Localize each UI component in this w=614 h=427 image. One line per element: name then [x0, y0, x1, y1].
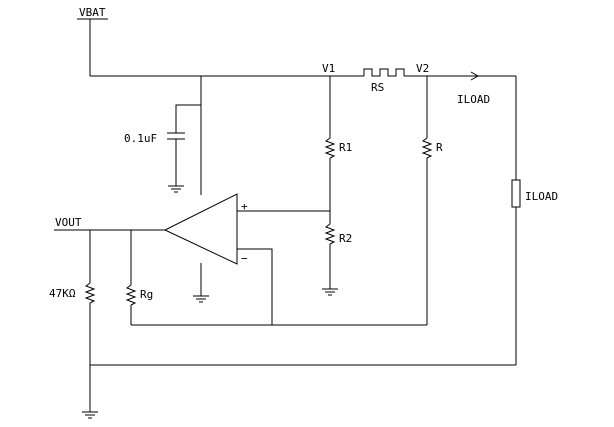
opamp-ground-icon: [193, 295, 209, 303]
opamp-supply-cap: [167, 76, 202, 195]
minus-label: −: [241, 252, 248, 265]
cap-ground-icon: [168, 185, 184, 193]
opamp-triangle-icon: [163, 193, 238, 265]
minus-input-wire: [237, 248, 273, 325]
r-branch: [131, 76, 433, 326]
rs-resistor: [363, 68, 405, 77]
vbat-supply: [77, 18, 364, 77]
rg-label: Rg: [140, 288, 153, 301]
r47k-resistor: [84, 282, 96, 304]
r1-label: R1: [339, 141, 352, 154]
load-wire-top: [404, 71, 516, 81]
rg-resistor: [125, 284, 137, 306]
iload-resistor: [90, 76, 521, 366]
opamp: [163, 193, 330, 325]
plus-label: +: [241, 200, 248, 213]
cap-label: 0.1uF: [124, 132, 157, 145]
iload-resistor-label: ILOAD: [525, 190, 558, 203]
r-resistor: [421, 137, 433, 159]
r1-resistor: [324, 137, 336, 159]
r47k-label: 47KΩ: [49, 287, 76, 300]
r2-label: R2: [339, 232, 352, 245]
vout-ground-icon: [82, 411, 98, 419]
r1-r2-divider: [322, 76, 338, 296]
v1-label: V1: [322, 62, 335, 75]
vout-label: VOUT: [55, 216, 82, 229]
rs-label: RS: [371, 81, 384, 94]
output-network: [54, 229, 165, 419]
vbat-label: VBAT: [79, 6, 106, 19]
r-label: R: [436, 141, 443, 154]
r2-ground-icon: [322, 288, 338, 296]
current-arrow-icon: [470, 71, 480, 81]
iload-arrow-label: ILOAD: [457, 93, 490, 106]
r2-resistor: [324, 223, 336, 245]
v2-label: V2: [416, 62, 429, 75]
